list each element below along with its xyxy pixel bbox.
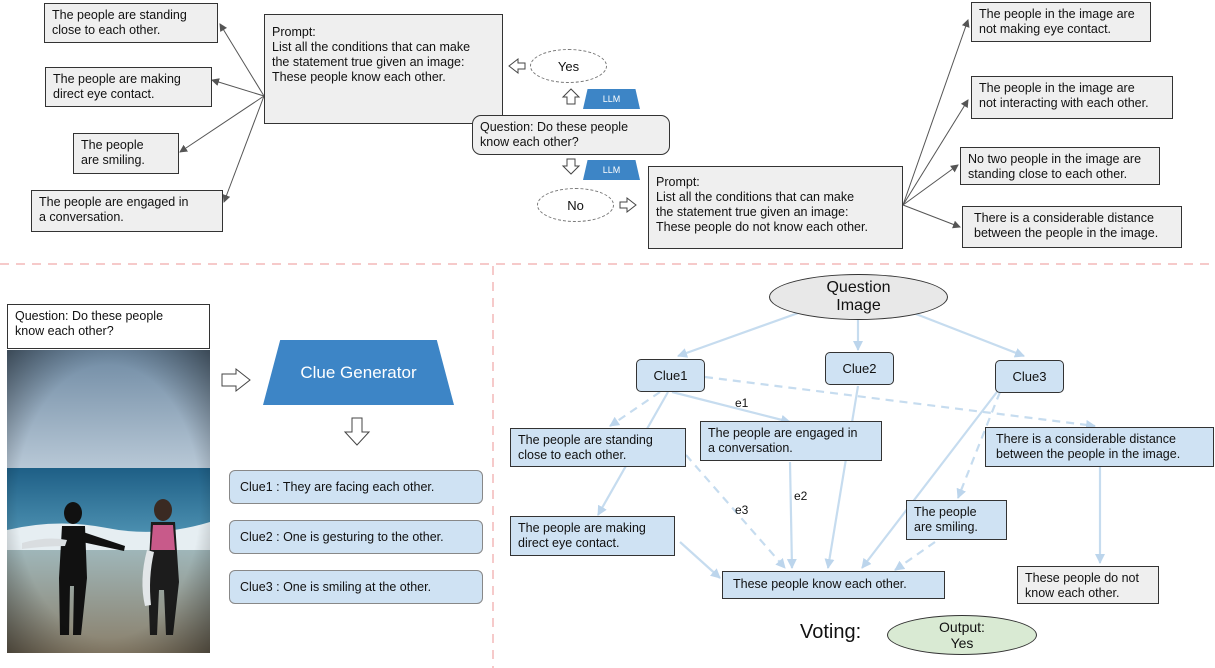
hollow-arrow-down (561, 158, 581, 175)
no-condition-box: The people in the image are not making e… (971, 2, 1151, 42)
question-image-node: Question Image (769, 274, 948, 320)
no-condition-box: No two people in the image are standing … (960, 147, 1160, 185)
edge-clue2-yes (824, 385, 860, 569)
edge-clue1-standing (609, 391, 661, 427)
no-ellipse: No (537, 188, 614, 222)
yes-condition-box: The people are making direct eye contact… (45, 67, 212, 107)
clue3-node: Clue3 (995, 360, 1064, 393)
llm-badge-bottom: LLM (583, 160, 640, 180)
arrow-no-4 (902, 204, 961, 229)
hollow-arrow-up (561, 88, 581, 105)
edge-label-e3: e3 (735, 503, 749, 517)
clue1-node: Clue1 (636, 359, 705, 392)
edge-engaged-yes (786, 461, 797, 569)
llm-label: LLM (602, 94, 621, 104)
edge-label-e2: e2 (794, 489, 808, 503)
hollow-arrow-to-clues (343, 417, 371, 446)
edge-clue3-smiling (956, 391, 1002, 499)
conclusion-do-not-know: These people do not know each other. (1017, 566, 1159, 604)
no-condition-box: There is a considerable distance between… (962, 206, 1182, 248)
hollow-arrow-right-no (619, 196, 637, 214)
edge-clue3-yes (861, 387, 1001, 569)
clue-list-item: Clue2 : One is gesturing to the other. (229, 520, 483, 554)
edge-clue1-engaged-e1 (671, 390, 791, 425)
hollow-arrow-left (508, 57, 526, 75)
prompt-no-box: Prompt: List all the conditions that can… (648, 166, 903, 249)
evidence-standing-close: The people are standing close to each ot… (510, 428, 686, 467)
voting-label: Voting: (800, 621, 862, 643)
arrow-yes-1 (219, 23, 265, 97)
arrow-no-2 (902, 99, 969, 206)
llm-label: LLM (602, 165, 621, 175)
edge-clue1-distance (704, 375, 1096, 430)
question-header: Question: Do these people know each othe… (7, 304, 210, 349)
edge-root-clue1 (677, 305, 816, 358)
clue-list-item: Clue3 : One is smiling at the other. (229, 570, 483, 604)
edge-standing-yes-e3 (685, 454, 786, 569)
yes-condition-box: The people are smiling. (73, 133, 179, 174)
arrow-yes-4 (222, 95, 265, 203)
yes-condition-box: The people are standing close to each ot… (44, 3, 218, 43)
prompt-yes-box: Prompt: List all the conditions that can… (264, 14, 503, 124)
arrow-yes-2 (211, 78, 265, 97)
evidence-considerable-distance: There is a considerable distance between… (985, 427, 1214, 467)
yes-condition-box: The people are engaged in a conversation… (31, 190, 223, 232)
arrow-no-1 (902, 19, 970, 206)
beach-photo (7, 350, 210, 653)
clue2-node: Clue2 (825, 352, 894, 385)
edge-label-e1: e1 (735, 396, 749, 410)
edge-eyecontact-yes (679, 541, 721, 579)
evidence-engaged-conversation: The people are engaged in a conversation… (700, 421, 882, 461)
arrow-yes-3 (179, 95, 265, 153)
clue-generator: Clue Generator (263, 340, 454, 405)
llm-badge-top: LLM (583, 89, 640, 109)
edge-smiling-yes (894, 541, 936, 571)
question-image-panel: Question: Do these people know each othe… (7, 304, 210, 653)
evidence-eye-contact: The people are making direct eye contact… (510, 516, 675, 556)
arrow-no-3 (902, 164, 959, 206)
hollow-arrow-to-generator (221, 367, 251, 393)
question-box-top: Question: Do these people know each othe… (472, 115, 670, 155)
edge-root-clue3 (897, 305, 1025, 358)
no-condition-box: The people in the image are not interact… (971, 76, 1173, 119)
conclusion-know-each-other: These people know each other. (722, 571, 945, 599)
evidence-smiling: The people are smiling. (906, 500, 1007, 540)
output-node: Output: Yes (887, 615, 1037, 655)
clue-list-item: Clue1 : They are facing each other. (229, 470, 483, 504)
yes-ellipse: Yes (530, 49, 607, 83)
